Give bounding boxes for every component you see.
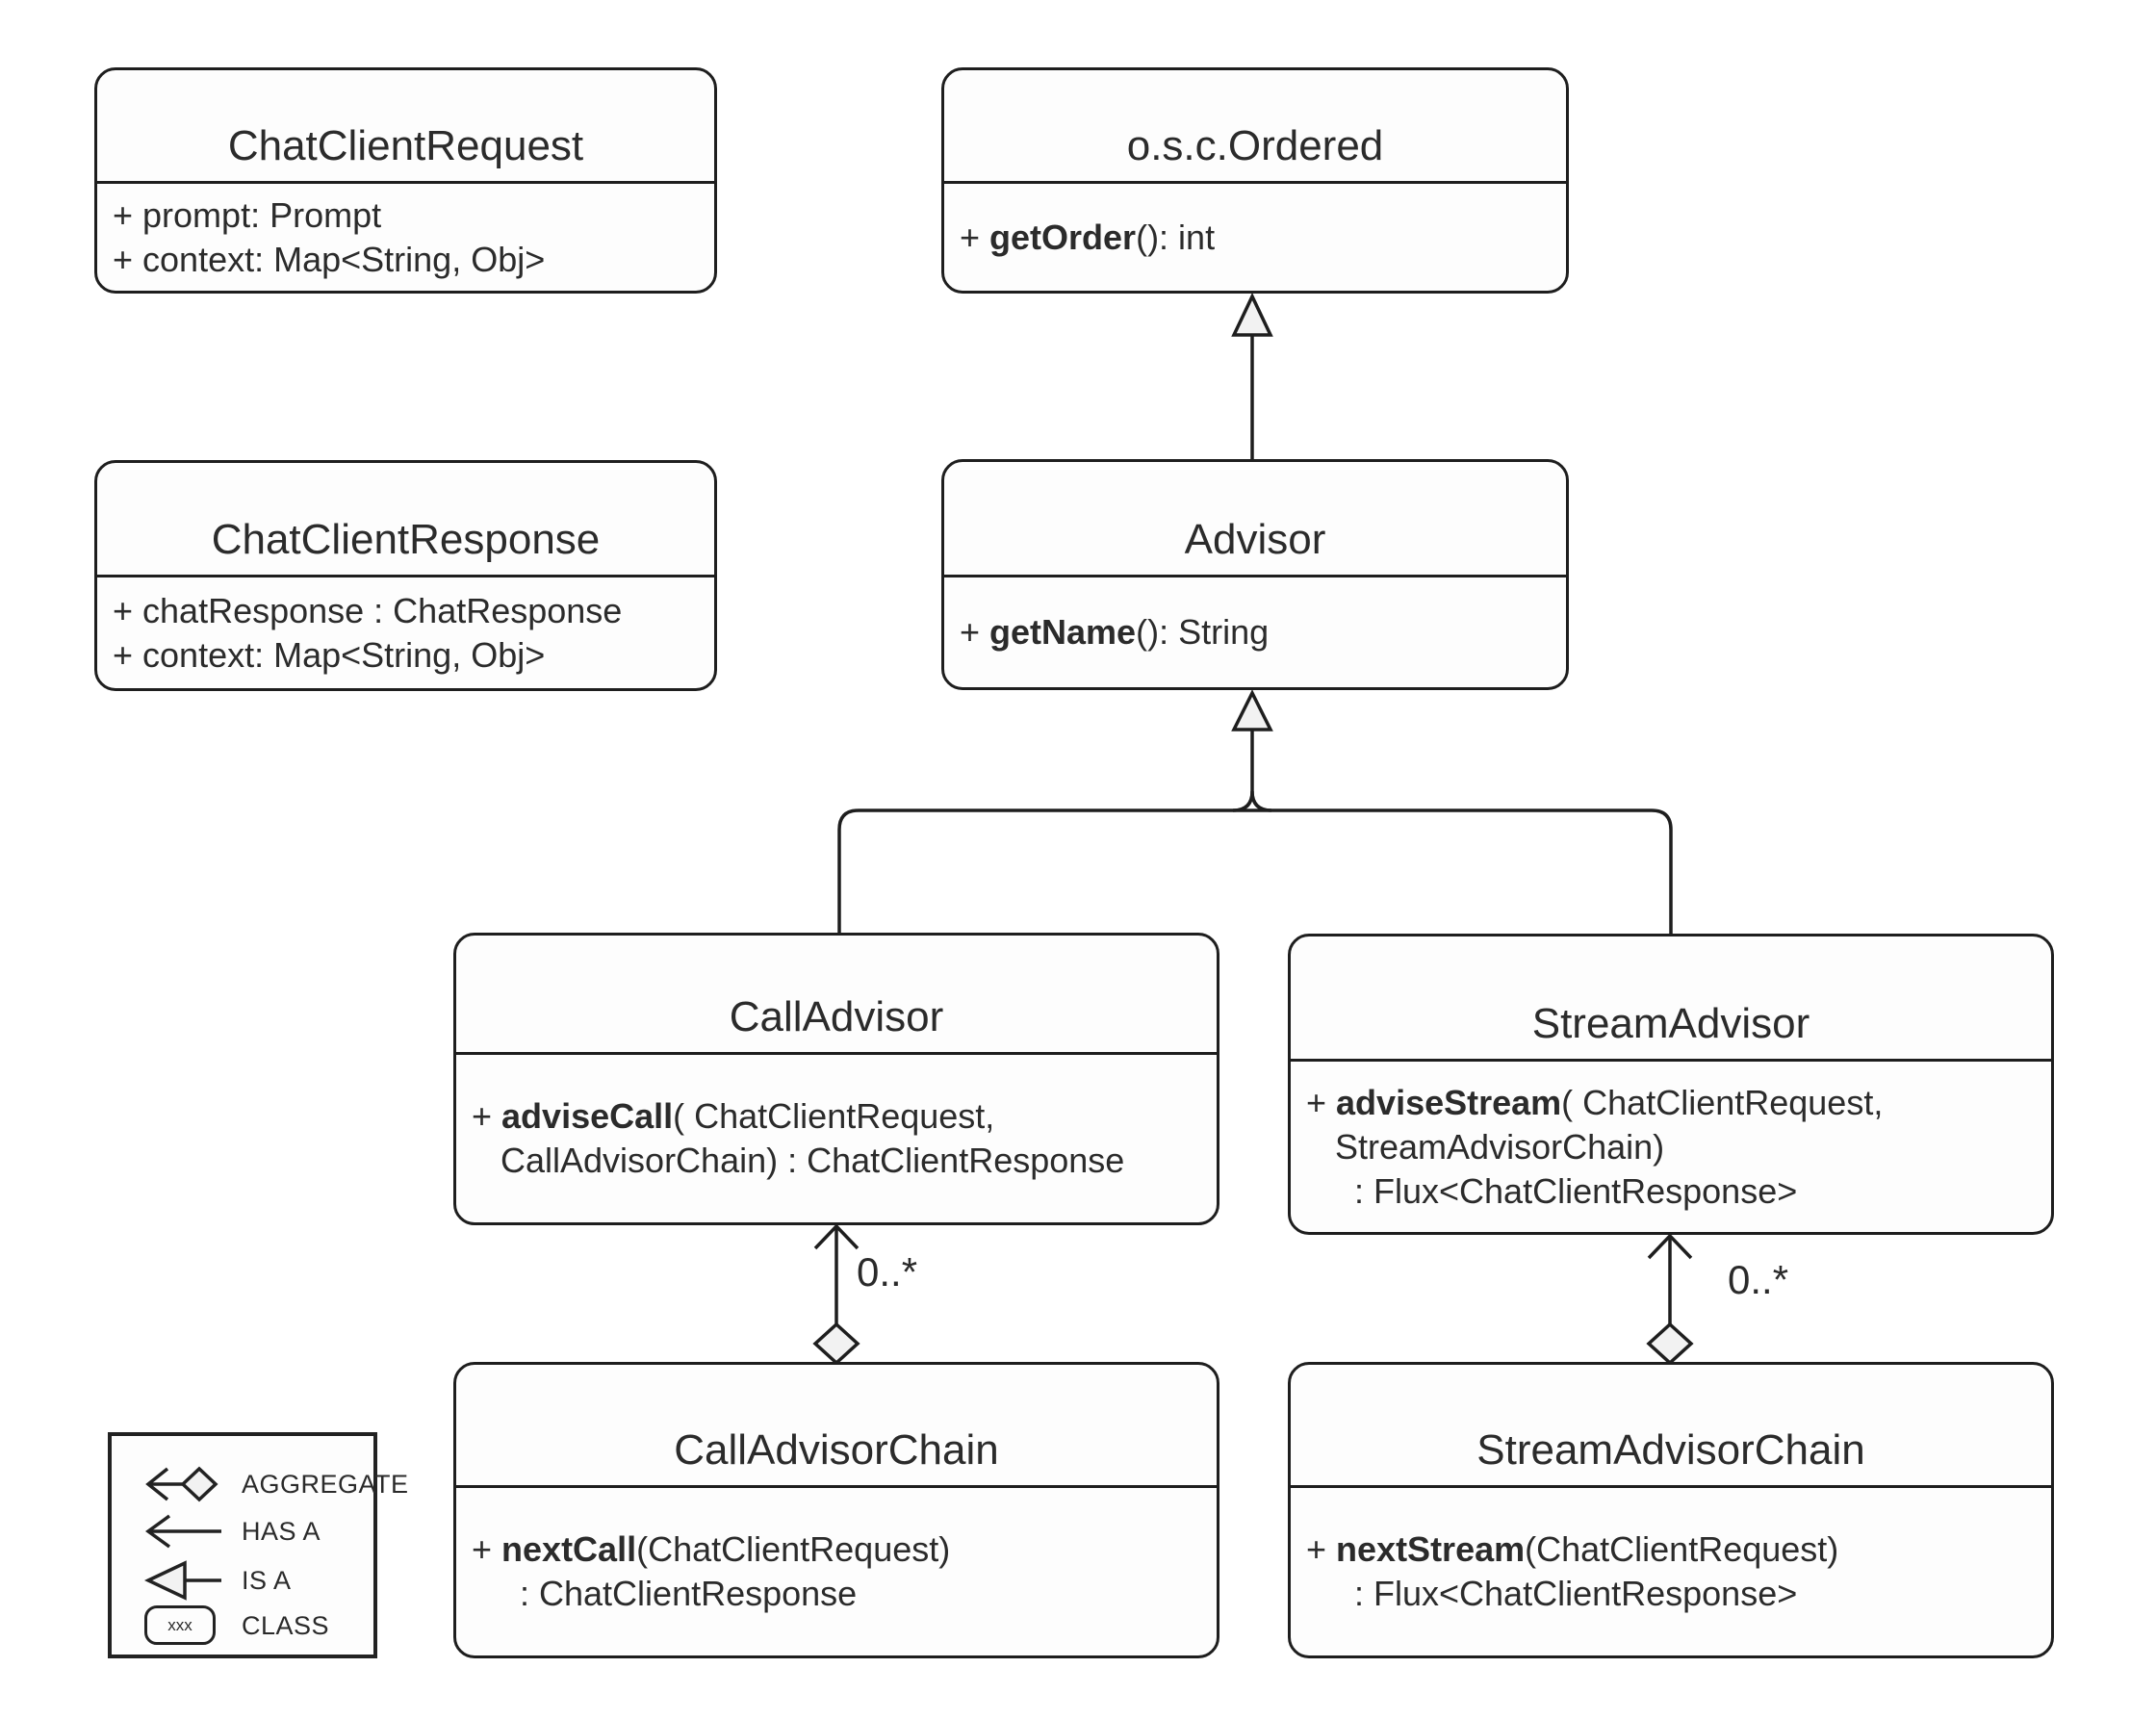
aggregate-diamond-icon: [1646, 1321, 1694, 1366]
is-a-connector-advisor-to-ordered: [1231, 292, 1273, 459]
class-title: StreamAdvisor: [1291, 936, 2051, 1062]
multiplicity-label-call: 0..*: [857, 1249, 918, 1295]
class-members: + prompt: Prompt + context: Map<String, …: [97, 184, 714, 291]
class-members: + getOrder(): int: [944, 184, 1566, 291]
class-members: + nextCall(ChatClientRequest) : ChatClie…: [456, 1488, 1217, 1655]
legend-row-has-a: HAS A: [112, 1508, 381, 1554]
class-title: ChatClientResponse: [97, 463, 714, 577]
aggregate-connector-call: [812, 1223, 860, 1366]
method-line: + adviseCall( ChatClientRequest,: [472, 1096, 995, 1136]
attribute-line: + chatResponse : ChatResponse: [113, 590, 623, 630]
class-box-streamadvisorchain: StreamAdvisorChain + nextStream(ChatClie…: [1288, 1362, 2054, 1658]
legend-box: AGGREGATE HAS A IS A xxx CLASS: [108, 1432, 408, 1658]
class-title: StreamAdvisorChain: [1291, 1365, 2051, 1488]
class-members: + chatResponse : ChatResponse + context:…: [97, 577, 714, 688]
method-line: + adviseStream( ChatClientRequest,: [1306, 1082, 1884, 1122]
legend-label: HAS A: [242, 1516, 321, 1546]
class-sample-box: xxx: [144, 1605, 216, 1645]
class-members: + adviseStream( ChatClientRequest, Strea…: [1291, 1062, 2051, 1232]
class-title: CallAdvisorChain: [456, 1365, 1217, 1488]
method-line: + getName(): String: [960, 612, 1270, 652]
aggregate-arrow-icon: [145, 1466, 218, 1502]
is-a-arrow-icon: [144, 1560, 221, 1601]
legend-row-class: xxx CLASS: [112, 1603, 381, 1649]
class-members: + adviseCall( ChatClientRequest, CallAdv…: [456, 1055, 1217, 1222]
class-title: CallAdvisor: [456, 936, 1217, 1055]
is-a-triangle-icon: [1231, 292, 1273, 337]
legend-label: IS A: [242, 1565, 292, 1595]
has-a-arrow-icon: [145, 1514, 221, 1549]
legend-row-aggregate: AGGREGATE: [112, 1461, 408, 1507]
class-box-calladvisor: CallAdvisor + adviseCall( ChatClientRequ…: [453, 933, 1219, 1225]
class-members: + getName(): String: [944, 577, 1566, 687]
method-line: + nextCall(ChatClientRequest): [472, 1529, 951, 1569]
class-box-advisor: Advisor + getName(): String: [941, 459, 1569, 690]
class-box-calladvisorchain: CallAdvisorChain + nextCall(ChatClientRe…: [453, 1362, 1219, 1658]
class-title: Advisor: [944, 462, 1566, 577]
multiplicity-label-stream: 0..*: [1728, 1257, 1789, 1302]
class-box-chatclientresponse: ChatClientResponse + chatResponse : Chat…: [94, 460, 717, 691]
is-a-connector-split-to-advisor: [837, 689, 1673, 934]
attribute-line: + context: Map<String, Obj>: [113, 239, 546, 279]
is-a-triangle-icon: [1231, 689, 1273, 731]
method-line: + getOrder(): int: [960, 217, 1216, 257]
class-title: o.s.c.Ordered: [944, 70, 1566, 184]
class-box-streamadvisor: StreamAdvisor + adviseStream( ChatClient…: [1288, 934, 2054, 1235]
method-line: StreamAdvisorChain): [1335, 1126, 1665, 1167]
attribute-line: + prompt: Prompt: [113, 194, 382, 235]
method-line: : ChatClientResponse: [520, 1574, 858, 1613]
has-a-arrowhead-icon: [813, 1223, 860, 1250]
method-line: + nextStream(ChatClientRequest): [1306, 1529, 1839, 1569]
method-line: CallAdvisorChain) : ChatClientResponse: [500, 1141, 1125, 1180]
legend-row-is-a: IS A: [112, 1557, 381, 1604]
method-line: : Flux<ChatClientResponse>: [1354, 1574, 1798, 1613]
method-line: : Flux<ChatClientResponse>: [1354, 1170, 1798, 1211]
aggregate-diamond-icon: [812, 1321, 860, 1366]
aggregate-connector-stream: [1646, 1233, 1694, 1366]
class-box-ordered: o.s.c.Ordered + getOrder(): int: [941, 67, 1569, 294]
class-members: + nextStream(ChatClientRequest) : Flux<C…: [1291, 1488, 2051, 1655]
has-a-arrowhead-icon: [1647, 1233, 1693, 1260]
attribute-line: + context: Map<String, Obj>: [113, 634, 546, 675]
class-box-chatclientrequest: ChatClientRequest + prompt: Prompt + con…: [94, 67, 717, 294]
legend-label: CLASS: [242, 1610, 330, 1640]
legend-label: AGGREGATE: [242, 1469, 409, 1499]
class-title: ChatClientRequest: [97, 70, 714, 184]
